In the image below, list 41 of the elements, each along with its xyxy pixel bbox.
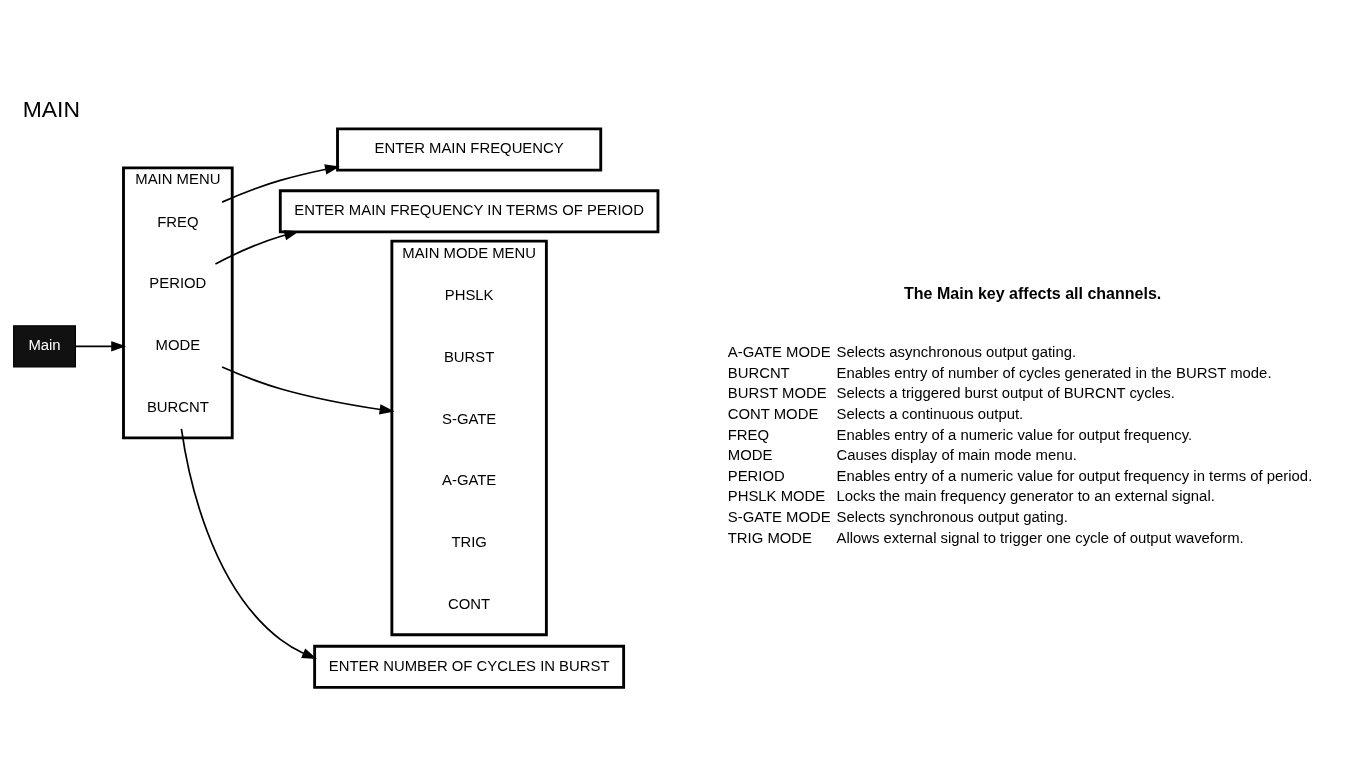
arrow — [221, 366, 395, 415]
label: FREQ — [727, 426, 770, 443]
diagram-title: MAIN — [22, 96, 80, 123]
label: PHSLK MODE — [727, 488, 826, 505]
node-box: ENTER MAIN FREQUENCY — [336, 127, 603, 172]
label: Causes display of main mode menu. — [836, 447, 1077, 464]
label: MODE — [727, 447, 773, 464]
label: S-GATE MODE — [727, 508, 831, 525]
node-text: A-GATE — [442, 472, 497, 489]
label: A-GATE MODE — [727, 344, 831, 361]
label: Selects a triggered burst output of BURCNT cycles. — [836, 385, 1175, 402]
node-text: BURCNT — [146, 399, 209, 416]
label: BURST MODE — [727, 385, 827, 402]
arrow — [221, 164, 340, 203]
label: Locks the main frequency generator to an external signal. — [836, 488, 1215, 505]
node-text: BURST — [443, 348, 495, 365]
label: PERIOD — [727, 467, 785, 484]
label: TRIG MODE — [727, 529, 812, 546]
label: BURCNT — [727, 364, 790, 381]
node-text: PERIOD — [149, 275, 207, 292]
label: Enables entry of a numeric value for output frequency in terms of period. — [836, 467, 1313, 484]
node-text: S-GATE — [442, 410, 497, 427]
node-text: PHSLK — [444, 286, 494, 303]
label: Selects a continuous output. — [836, 405, 1024, 422]
node-box: ENTER NUMBER OF CYCLES IN BURST — [313, 644, 626, 689]
label: CONT MODE — [727, 405, 819, 422]
label: Selects synchronous output gating. — [836, 508, 1068, 525]
node-box: Main — [13, 325, 76, 368]
arrow — [214, 230, 300, 265]
label: Enables entry of number of cycles generated in the BURST mode. — [836, 364, 1272, 381]
node-text: FREQ — [157, 213, 199, 230]
arrow — [74, 341, 127, 352]
label: Allows external signal to trigger one cycle of output waveform. — [836, 529, 1244, 546]
arrow — [180, 428, 317, 660]
node-text: CONT — [448, 595, 491, 612]
label: The Main key affects all channels. — [904, 284, 1162, 303]
label: Selects asynchronous output gating. — [836, 344, 1077, 361]
node-text: MODE — [155, 337, 201, 354]
node-box: ENTER MAIN FREQUENCY IN TERMS OF PERIOD — [278, 189, 660, 234]
label: Enables entry of a numeric value for output frequency. — [836, 426, 1193, 443]
node-text: TRIG — [451, 534, 487, 551]
